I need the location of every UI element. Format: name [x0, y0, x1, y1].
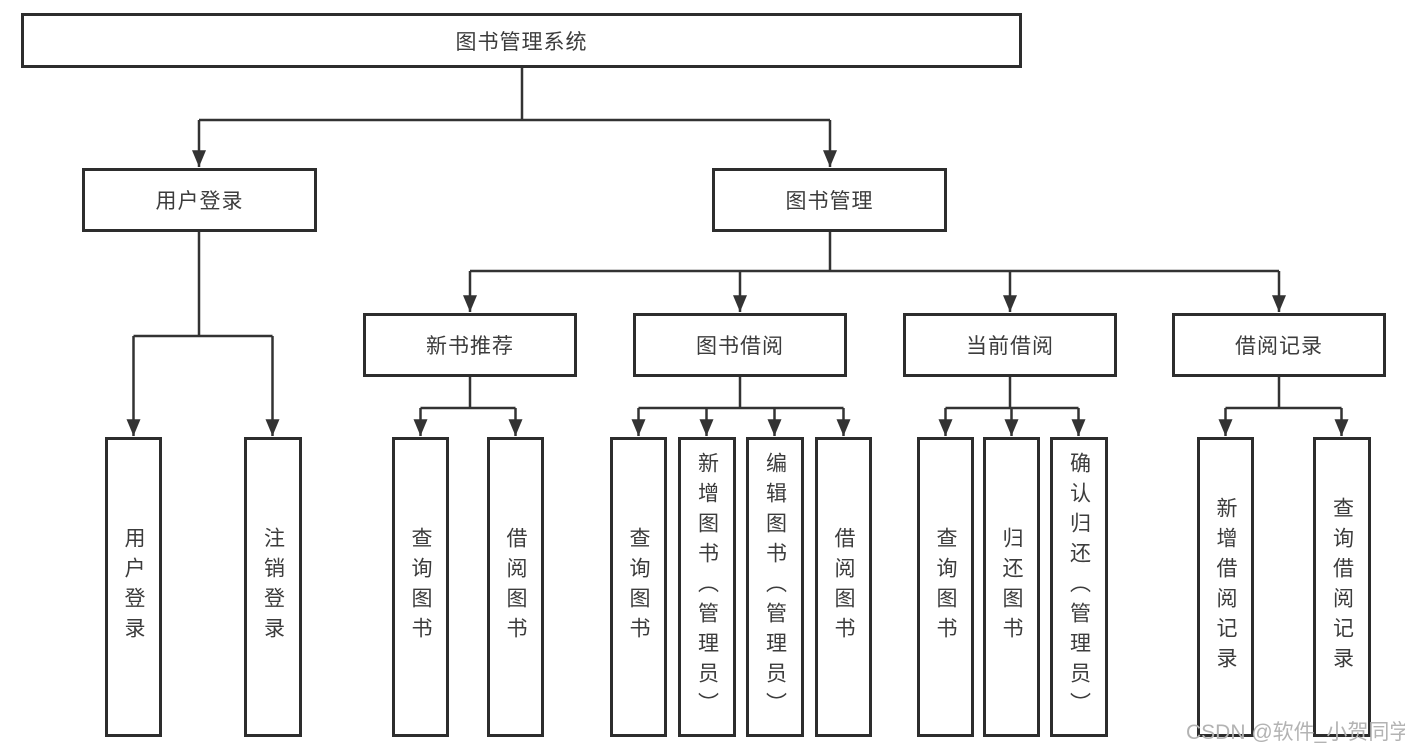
node-borrowing-records: 借阅记录	[1172, 313, 1386, 377]
node-leaf-query-books-1: 查询图书	[392, 437, 449, 737]
node-leaf-borrow-books-2: 借阅图书	[815, 437, 872, 737]
node-leaf-add-books-admin: 新增图书（管理员）	[678, 437, 736, 737]
node-leaf-query-books-3: 查询图书	[917, 437, 974, 737]
node-library-management-system: 图书管理系统	[21, 13, 1022, 68]
leaf-label: 新增借阅记录	[1214, 497, 1238, 677]
leaf-label: 查询图书	[627, 527, 651, 647]
node-user-login-branch: 用户登录	[82, 168, 317, 232]
node-leaf-return-books: 归还图书	[983, 437, 1040, 737]
leaf-label: 借阅图书	[832, 527, 856, 647]
node-leaf-borrow-books-1: 借阅图书	[487, 437, 544, 737]
leaf-label: 归还图书	[1000, 527, 1024, 647]
leaf-label: 查询图书	[934, 527, 958, 647]
leaf-label: 编辑图书（管理员）	[763, 452, 787, 722]
leaf-label: 用户登录	[122, 527, 146, 647]
node-leaf-query-books-2: 查询图书	[610, 437, 667, 737]
node-book-management-branch: 图书管理	[712, 168, 947, 232]
leaf-label: 注销登录	[261, 527, 285, 647]
node-leaf-confirm-return-admin: 确认归还（管理员）	[1050, 437, 1108, 737]
node-current-borrowing: 当前借阅	[903, 313, 1117, 377]
leaf-label: 确认归还（管理员）	[1067, 452, 1091, 722]
node-leaf-query-borrow-record: 查询借阅记录	[1313, 437, 1371, 737]
node-new-book-recommendation: 新书推荐	[363, 313, 577, 377]
csdn-watermark: CSDN @软件_小贺同学	[1186, 721, 1405, 744]
node-leaf-logout: 注销登录	[244, 437, 302, 737]
node-leaf-user-login: 用户登录	[105, 437, 162, 737]
leaf-label: 查询借阅记录	[1330, 497, 1354, 677]
leaf-label: 查询图书	[409, 527, 433, 647]
leaf-label: 新增图书（管理员）	[695, 452, 719, 722]
node-leaf-add-borrow-record: 新增借阅记录	[1197, 437, 1254, 737]
node-leaf-edit-books-admin: 编辑图书（管理员）	[746, 437, 804, 737]
leaf-label: 借阅图书	[504, 527, 528, 647]
node-book-borrowing: 图书借阅	[633, 313, 847, 377]
